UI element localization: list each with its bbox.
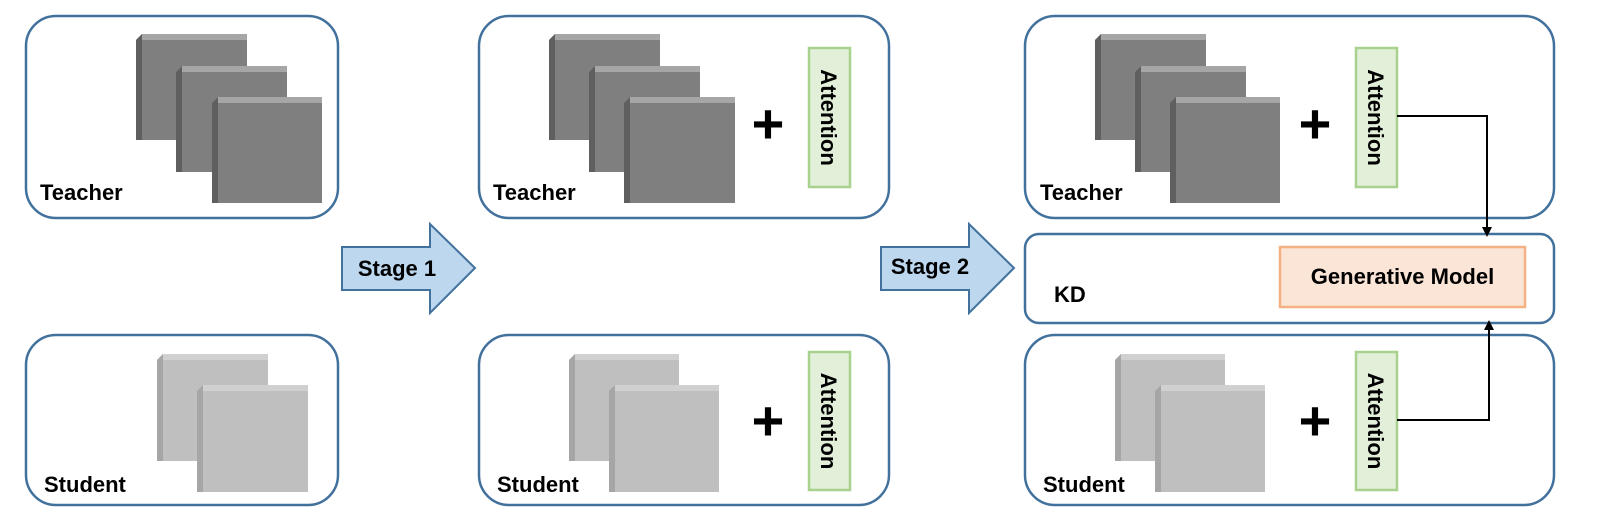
plus-sign: + [752,92,785,155]
stage1-label: Stage 1 [358,256,436,281]
panel-teacher-col1: Teacher [24,14,340,220]
panel-student-col1: Student [24,333,340,507]
teacher-label: Teacher [1040,180,1123,205]
attention-box [1354,350,1399,492]
student-label: Student [1043,472,1126,497]
student-layers-icon [569,354,719,492]
attention-box [1354,46,1399,189]
panel-kd: KD Generative Model [1023,232,1556,325]
teacher-label: Teacher [40,180,123,205]
student-layers-icon [1115,354,1265,492]
panel-student-col2: + Attention Student [477,333,891,507]
plus-sign: + [752,389,785,452]
generative-model-box [1278,245,1527,309]
stage2-label: Stage 2 [891,254,969,279]
panel-teacher-col2: + Attention Teacher [477,14,891,220]
stage1-arrow: Stage 1 [341,221,477,316]
teacher-layers-icon [1095,34,1280,203]
attention-box [807,350,852,492]
attention-label: Attention [1363,69,1388,166]
student-label: Student [44,472,127,497]
student-attention-connector [1397,320,1494,421]
teacher-attention-connector [1397,115,1492,237]
teacher-layers-icon [136,34,322,203]
attention-label: Attention [816,373,841,470]
attention-label: Attention [816,69,841,166]
student-layers-icon [157,354,308,492]
student-label: Student [497,472,580,497]
generative-model-label: Generative Model [1311,264,1494,289]
kd-label: KD [1054,282,1086,307]
panel-student-col3: + Attention Student [1023,333,1556,507]
stage2-arrow: Stage 2 [880,221,1016,316]
attention-label: Attention [1363,373,1388,470]
plus-sign: + [1299,92,1332,155]
attention-box [807,46,852,189]
teacher-layers-icon [549,34,735,203]
teacher-label: Teacher [493,180,576,205]
plus-sign: + [1299,389,1332,452]
panel-teacher-col3: + Attention Teacher [1023,14,1556,220]
